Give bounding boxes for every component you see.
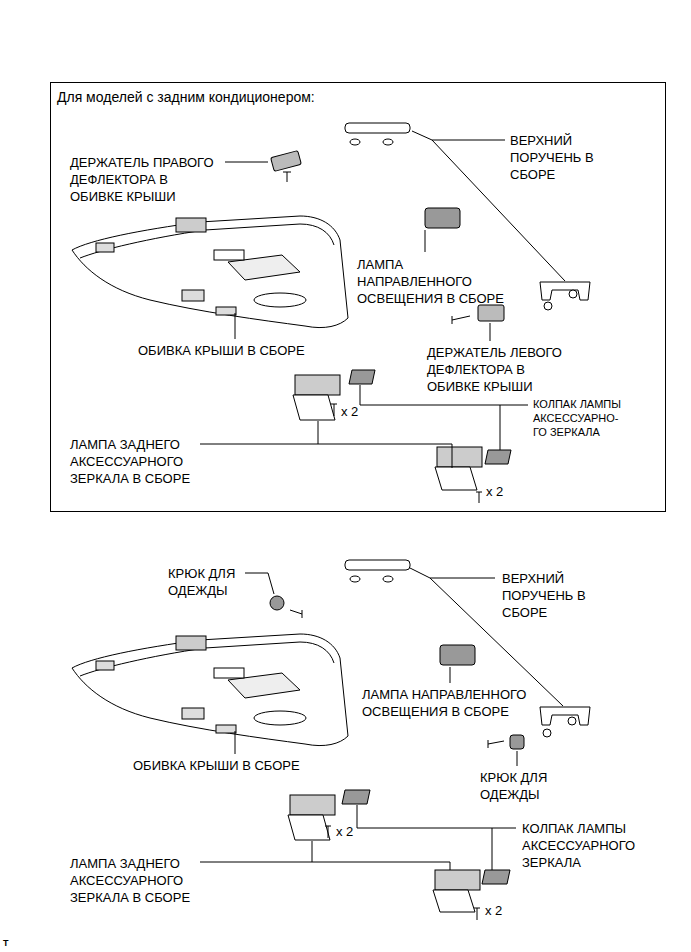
grip-clip — [350, 576, 360, 582]
lamp-cover — [482, 870, 510, 884]
leader-line — [490, 323, 491, 341]
leader-line — [450, 667, 451, 683]
part-label: ЛАМПА ЗАДНЕГО АКСЕССУАРНОГО ЗЕРКАЛА В СБ… — [70, 855, 190, 906]
quantity-label: x 2 — [336, 823, 353, 840]
screw — [290, 610, 302, 618]
assist-grip — [540, 282, 590, 300]
leader-line — [517, 751, 518, 766]
leader-line — [200, 841, 450, 870]
grip-clip — [383, 576, 393, 582]
quantity-label: x 2 — [341, 403, 358, 420]
part-label: ДЕРЖАТЕЛЬ ЛЕВОГО ДЕФЛЕКТОРА В ОБИВКЕ КРЫ… — [427, 344, 562, 395]
screw — [325, 826, 331, 838]
screw — [488, 740, 504, 748]
vanity-lamp — [290, 795, 335, 815]
vanity-lamp-flap — [293, 395, 335, 420]
assist-grip — [345, 123, 410, 133]
clothes-hook — [270, 596, 284, 610]
grip-clip — [568, 717, 576, 725]
deflector-holder — [271, 151, 302, 172]
part-label: ВЕРХНИЙ ПОРУЧЕНЬ В СБОРЕ — [510, 132, 594, 183]
part-label: КРЮК ДЛЯ ОДЕЖДЫ — [480, 769, 547, 803]
part-label: ЛАМПА НАПРАВЛЕННОГО ОСВЕЩЕНИЯ В СБОРЕ — [357, 256, 504, 307]
grip-clip — [350, 139, 360, 145]
leader-line — [357, 805, 516, 870]
vanity-lamp — [435, 870, 480, 890]
headliner-top — [72, 216, 348, 328]
grip-clip — [544, 302, 552, 310]
leader-line — [245, 573, 274, 594]
clothes-hook — [510, 735, 524, 749]
assist-grip — [540, 707, 590, 725]
headliner-bottom — [72, 634, 348, 746]
spot-lamp — [440, 645, 475, 665]
vanity-lamp-flap — [433, 890, 475, 912]
part-label: ЛАМПА НАПРАВЛЕННОГО ОСВЕЩЕНИЯ В СБОРЕ — [362, 686, 526, 720]
deflector-holder — [478, 305, 504, 321]
vanity-lamp-flap — [435, 467, 477, 490]
screw — [474, 908, 480, 920]
lamp-cover — [485, 450, 511, 464]
part-label: КРЮК ДЛЯ ОДЕЖДЫ — [168, 565, 235, 599]
part-label: ЛАМПА ЗАДНЕГО АКСЕССУАРНОГО ЗЕРКАЛА В СБ… — [70, 436, 190, 487]
screw — [331, 404, 337, 416]
part-label: ДЕРЖАТЕЛЬ ПРАВОГО ДЕФЛЕКТОРА В ОБИВКЕ КР… — [70, 154, 214, 205]
part-label: ВЕРХНИЙ ПОРУЧЕНЬ В СБОРЕ — [502, 570, 586, 621]
assist-grip — [345, 560, 410, 570]
leader-line — [200, 421, 452, 468]
quantity-label: x 2 — [485, 902, 502, 919]
grip-clip — [383, 139, 393, 145]
part-label: ОБИВКА КРЫШИ В СБОРЕ — [133, 757, 300, 774]
leader-line — [235, 313, 236, 339]
lamp-cover — [342, 790, 370, 804]
part-label: ОБИВКА КРЫШИ В СБОРЕ — [138, 342, 305, 359]
screw — [476, 492, 482, 503]
leader-line — [225, 162, 268, 163]
vanity-lamp-flap — [288, 815, 330, 840]
screw — [283, 172, 291, 182]
part-label: КОЛПАК ЛАМПЫ АКСЕССУАРНО- ГО ЗЕРКАЛА — [533, 397, 621, 439]
vanity-lamp — [437, 447, 482, 467]
grip-clip — [569, 290, 577, 298]
quantity-label: x 2 — [486, 483, 503, 500]
leader-line — [360, 385, 528, 450]
lamp-cover — [349, 370, 375, 384]
grip-clip — [543, 729, 551, 737]
leader-line — [425, 230, 426, 252]
screw — [452, 316, 470, 324]
vanity-lamp — [295, 375, 340, 395]
part-label: КОЛПАК ЛАМПЫ АКСЕССУАРНОГО ЗЕРКАЛА — [522, 820, 635, 871]
spot-lamp — [425, 208, 460, 228]
figure-code: T — [3, 936, 9, 950]
frame-heading: Для моделей с задним кондиционером: — [51, 83, 665, 106]
leader-line — [235, 731, 236, 754]
